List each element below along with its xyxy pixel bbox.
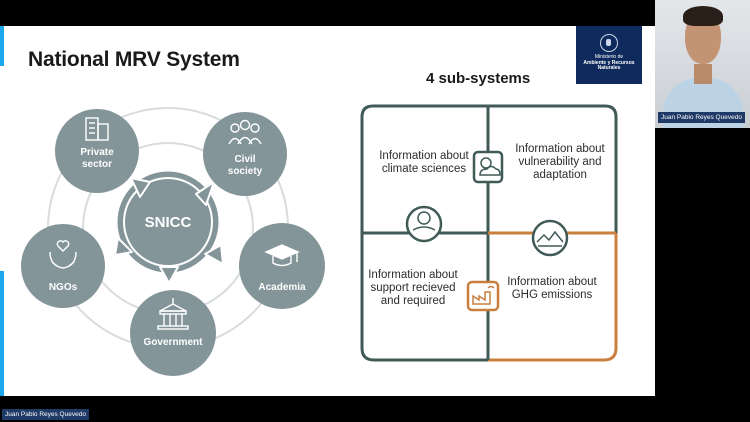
coat-of-arms-icon — [600, 34, 618, 52]
factory-emissions-icon — [466, 280, 500, 312]
slide-graphics — [21, 104, 618, 376]
node-civil-society — [203, 112, 287, 196]
graduation-cap-icon — [264, 244, 300, 267]
snicc-arrows — [114, 177, 224, 284]
video-participant-name: Juan Pablo Reyes Quevedo — [658, 112, 745, 123]
puzzle-outline-right-bottom — [488, 233, 618, 362]
bottom-participant-name: Juan Pablo Reyes Quevedo — [2, 409, 89, 420]
participant-video-tile[interactable]: Juan Pablo Reyes Quevedo — [655, 0, 750, 128]
snicc-label: SNICC — [144, 214, 192, 231]
snicc-arrow-5 — [114, 237, 133, 256]
snicc-arrow-4 — [159, 266, 179, 284]
snicc-arrow-1 — [130, 177, 151, 198]
handshake-coin-icon — [405, 205, 443, 243]
presentation-slide: National MRV System 4 sub-systems Minist… — [0, 26, 655, 396]
government-label: Government — [143, 337, 203, 348]
building-icon — [85, 117, 109, 141]
private-sector-label: Private sector — [80, 147, 114, 170]
logo-line-3: Naturales — [597, 65, 621, 71]
logo-line-1: Ministerio de — [594, 54, 624, 60]
ministry-logo: Ministerio de Ambiente y Recursos Natura… — [576, 26, 642, 84]
snicc-arrow-3 — [204, 244, 224, 265]
snicc-arrow-2 — [195, 181, 215, 206]
landscape-erosion-icon — [531, 219, 569, 257]
slide-subtitle: 4 sub-systems — [426, 70, 531, 87]
cloud-sun-icon — [472, 150, 504, 184]
node-private-sector — [55, 109, 139, 193]
puzzle-text-vulnerability: Information about vulnerability and adap… — [515, 143, 605, 181]
puzzle-text-ghg: Information about GHG emissions — [507, 276, 597, 301]
puzzle-outline-right-top — [488, 104, 618, 233]
academia-label: Academia — [258, 282, 306, 293]
slide-title: National MRV System — [28, 48, 240, 71]
hands-heart-icon — [49, 240, 77, 269]
accent-bar-bottom — [0, 271, 4, 396]
puzzle-text-support: Information about support recieved and r… — [368, 269, 458, 307]
civil-society-label: Civil society — [227, 154, 263, 177]
puzzle-graphic — [360, 104, 618, 362]
people-icon — [228, 119, 262, 145]
logo-line-2: Ambiente y Recursos — [583, 59, 635, 66]
node-ngos — [21, 224, 105, 308]
puzzle-text-climate: Information about climate sciences — [379, 150, 469, 175]
government-building-icon — [157, 298, 189, 330]
node-government — [130, 290, 216, 376]
accent-bar-top — [0, 26, 4, 66]
ngos-label: NGOs — [48, 282, 78, 293]
